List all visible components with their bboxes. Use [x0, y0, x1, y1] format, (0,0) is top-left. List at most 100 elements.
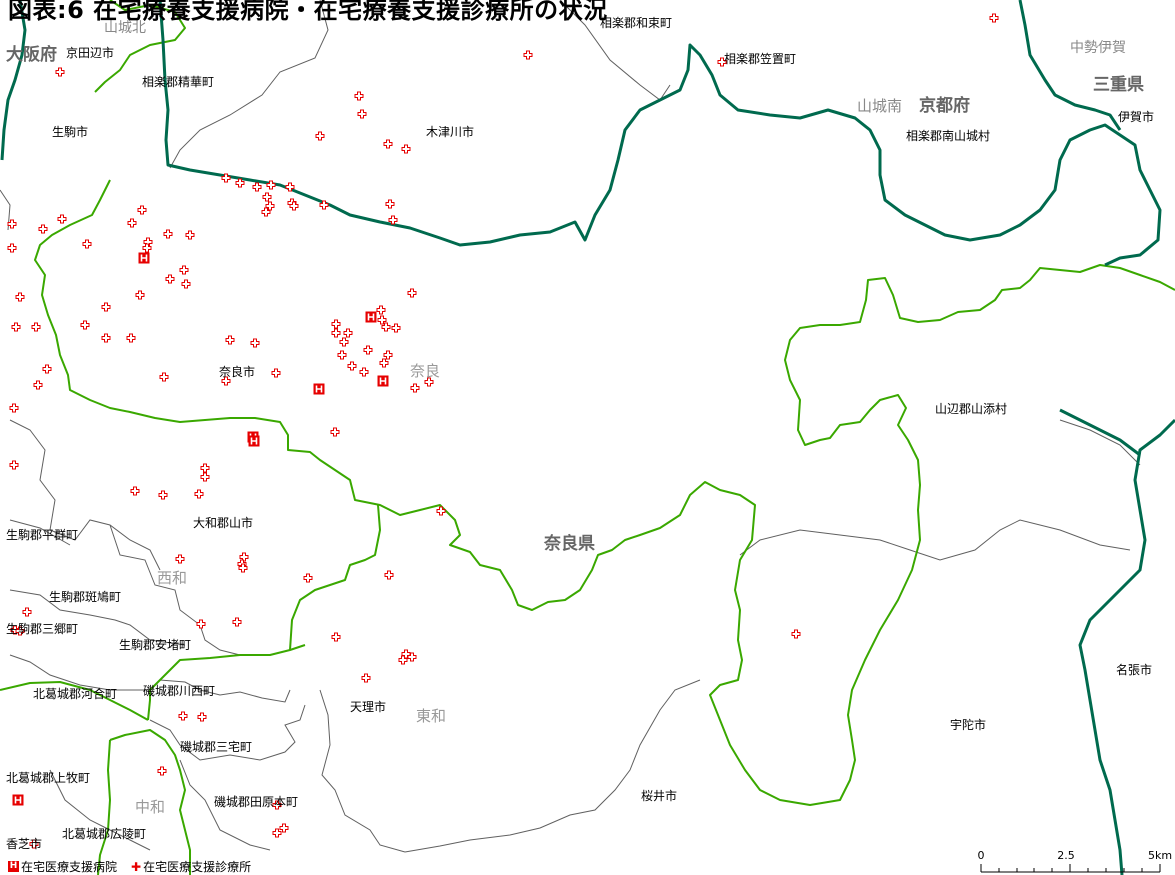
- clinic-marker: [285, 182, 295, 192]
- hospital-marker: [313, 383, 325, 395]
- clinic-marker: [337, 350, 347, 360]
- scale-label-end: 5km: [1148, 850, 1172, 862]
- clinic-marker: [272, 828, 282, 838]
- place-label-ikaruga-cho: 生駒郡斑鳩町: [49, 590, 121, 604]
- scale-label-start: 0: [978, 850, 985, 862]
- clinic-marker: [363, 345, 373, 355]
- place-label-ando-cho: 生駒郡安堵町: [119, 637, 191, 652]
- clinic-marker: [289, 201, 299, 211]
- clinic-marker: [791, 629, 801, 639]
- clinic-marker: [101, 333, 111, 343]
- clinic-marker: [157, 766, 167, 776]
- clinic-marker: [221, 173, 231, 183]
- clinic-marker: [11, 322, 21, 332]
- place-label-wazuka-cho: 相楽郡和束町: [600, 16, 672, 30]
- clinic-marker: [239, 552, 249, 562]
- hospital-marker: [248, 435, 260, 447]
- clinic-marker: [9, 403, 19, 413]
- marker-layer: [7, 13, 999, 849]
- clinic-marker: [262, 192, 272, 202]
- clinic-marker: [235, 178, 245, 188]
- clinic-marker: [33, 380, 43, 390]
- clinic-marker: [401, 144, 411, 154]
- clinic-marker: [142, 243, 152, 253]
- clinic-marker: [185, 230, 195, 240]
- map-title: 図表:6 在宅療養支援病院・在宅療養支援診療所の状況: [8, 0, 608, 24]
- place-label-minamiyamashiro-mura: 相楽郡南山城村: [906, 128, 990, 143]
- place-label-tawaramoto-cho: 磯城郡田原本町: [214, 795, 298, 809]
- clinic-marker: [376, 305, 386, 315]
- place-label-seika-cho: 相楽郡精華町: [142, 75, 214, 89]
- place-label-koryo-cho: 北葛城郡広陵町: [62, 827, 146, 841]
- clinic-marker: [424, 377, 434, 387]
- clinic-marker: [303, 573, 313, 583]
- place-label-kasagi-cho: 相楽郡笠置町: [724, 51, 796, 66]
- place-label-kawai-cho: 北葛城郡河合町: [33, 686, 117, 701]
- place-label-uda-shi: 宇陀市: [950, 717, 986, 732]
- place-label-iga-shi: 伊賀市: [1118, 109, 1154, 124]
- place-label-kyotanabe-shi: 京田辺市: [66, 45, 114, 60]
- clinic-marker: [10, 625, 20, 635]
- clinic-marker: [127, 218, 137, 228]
- clinic-marker: [357, 109, 367, 119]
- clinic-marker: [331, 328, 341, 338]
- clinic-marker: [137, 205, 147, 215]
- clinic-marker: [339, 337, 349, 347]
- place-label-miyake-cho: 磯城郡三宅町: [180, 739, 252, 754]
- clinic-marker: [221, 376, 231, 386]
- clinic-marker: [272, 800, 282, 810]
- clinic-marker: [330, 427, 340, 437]
- clinic-marker: [232, 617, 242, 627]
- clinic-marker: [381, 322, 391, 332]
- clinic-marker: [135, 290, 145, 300]
- clinic-marker: [7, 243, 17, 253]
- clinic-marker: [225, 335, 235, 345]
- clinic-marker: [22, 607, 32, 617]
- scale-bar: 0 2.5 5km: [978, 850, 1172, 873]
- clinic-marker: [279, 823, 289, 833]
- clinic-marker: [271, 368, 281, 378]
- place-label-ikoma-shi: 生駒市: [52, 124, 88, 139]
- clinic-marker: [165, 274, 175, 284]
- clinic-legend-icon: ✚: [131, 859, 142, 874]
- clinic-marker: [163, 229, 173, 239]
- place-label-nara-shi: 奈良市: [219, 364, 255, 379]
- clinic-marker: [265, 201, 275, 211]
- clinic-marker: [196, 619, 206, 629]
- hospital-marker: [138, 252, 150, 264]
- hospital-legend-label: 在宅医療支援病院: [21, 860, 118, 874]
- clinic-marker: [385, 199, 395, 209]
- clinic-marker: [238, 563, 248, 573]
- clinic-marker: [319, 200, 329, 210]
- clinic-marker: [179, 265, 189, 275]
- clinic-marker: [175, 554, 185, 564]
- clinic-marker: [717, 57, 727, 67]
- clinic-marker: [82, 239, 92, 249]
- place-label-tenri-shi: 天理市: [350, 699, 386, 714]
- place-label-sakurai-shi: 桜井市: [641, 788, 677, 803]
- clinic-marker: [29, 839, 39, 849]
- clinic-marker: [55, 67, 65, 77]
- clinic-marker: [407, 288, 417, 298]
- clinic-marker: [347, 361, 357, 371]
- place-label-yamashiro-minami: 山城南: [857, 97, 902, 115]
- clinic-marker: [15, 626, 25, 636]
- place-label-sango-cho: 生駒郡三郷町: [6, 622, 78, 636]
- place-label-seiwa-district: 西和: [157, 569, 187, 587]
- place-label-chuwa-district: 中和: [135, 798, 165, 816]
- place-label-yamatokoriyama-shi: 大和郡山市: [193, 515, 253, 530]
- place-label-kanmaki-cho: 北葛城郡上牧町: [6, 771, 90, 785]
- label-layer: 大阪府山城北京田辺市相楽郡精華町相楽郡和束町相楽郡笠置町中勢伊賀三重県山城南京都…: [6, 16, 1154, 851]
- place-label-nabari-shi: 名張市: [1116, 662, 1152, 677]
- clinic-marker: [407, 652, 417, 662]
- clinic-marker: [398, 655, 408, 665]
- municipal-boundaries: [0, 0, 1141, 853]
- clinic-marker: [436, 506, 446, 516]
- clinic-marker: [181, 279, 191, 289]
- clinic-marker: [7, 219, 17, 229]
- clinic-marker: [266, 180, 276, 190]
- clinic-marker: [391, 323, 401, 333]
- clinic-marker: [194, 489, 204, 499]
